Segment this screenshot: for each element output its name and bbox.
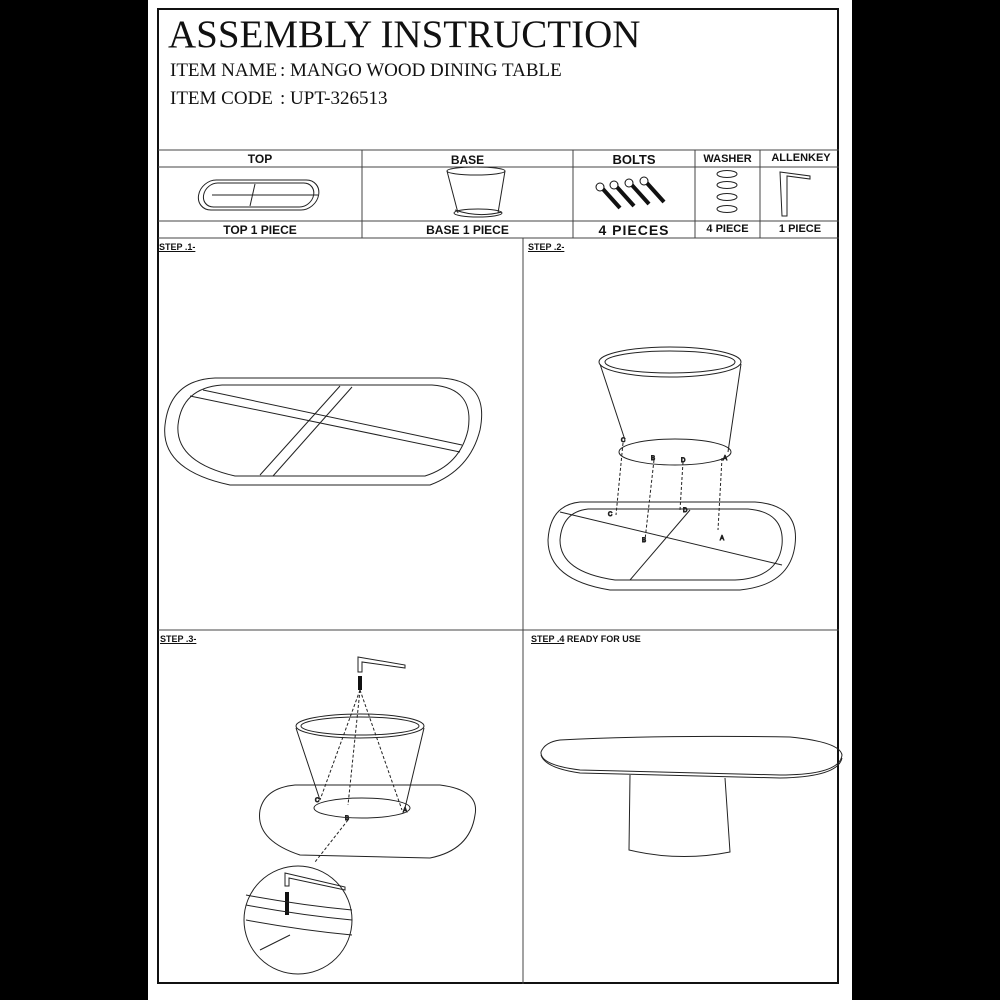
- hole-marker-label: A: [720, 536, 724, 542]
- base-pedestal-icon: [446, 166, 506, 218]
- hole-marker-label: A: [403, 808, 407, 814]
- hole-marker-label: C: [621, 438, 626, 444]
- part-header-base: BASE: [450, 153, 485, 167]
- part-qty-bolts: 4 PIECES: [598, 222, 670, 238]
- step-3-label: STEP .3-: [160, 634, 197, 644]
- step1-table-top-frame-illustration: [164, 377, 483, 486]
- hole-marker-label: C: [608, 512, 613, 518]
- hole-marker-label: C: [315, 798, 320, 804]
- part-qty-top: TOP 1 PIECE: [223, 223, 297, 237]
- item-code-value: : UPT-326513: [280, 88, 388, 109]
- washer-icon: [716, 170, 738, 213]
- hole-marker-label: B: [651, 456, 655, 462]
- part-header-bolts: BOLTS: [612, 152, 656, 167]
- allen-key-icon: [779, 171, 811, 217]
- part-qty-washer: 4 PIECE: [706, 223, 749, 235]
- hole-marker-label: B: [345, 816, 349, 822]
- sheet-border: [157, 8, 839, 984]
- hole-marker-label: A: [723, 456, 727, 462]
- part-qty-allenkey: 1 PIECE: [778, 223, 822, 235]
- hole-marker-label: B: [642, 538, 646, 544]
- item-name-value: : MANGO WOOD DINING TABLE: [280, 60, 562, 81]
- hole-marker-label: D: [681, 458, 686, 464]
- part-header-allenkey: ALLENKEY: [771, 152, 831, 164]
- item-code-row: ITEM CODE : UPT-326513: [170, 88, 388, 110]
- item-name-label: ITEM NAME: [170, 60, 278, 81]
- step-4-label: STEP .4 READY FOR USE: [531, 634, 641, 644]
- step-4-note: READY FOR USE: [564, 634, 641, 644]
- step4-assembled-table-illustration: [540, 735, 843, 858]
- hole-marker-label: D: [683, 508, 688, 514]
- step2-base-onto-frame-illustration: C B D A C B D A: [547, 346, 796, 591]
- table-top-frame-icon: [197, 179, 320, 211]
- step-2-label: STEP .2-: [528, 242, 565, 252]
- item-name-row: ITEM NAME : MANGO WOOD DINING TABLE: [170, 60, 562, 82]
- document-title: ASSEMBLY INSTRUCTION: [168, 13, 641, 56]
- part-header-washer: WASHER: [703, 153, 752, 165]
- part-qty-base: BASE 1 PIECE: [426, 223, 509, 237]
- parts-table-grid: [158, 149, 839, 984]
- step3-bolt-fastening-illustration: C B A: [243, 656, 477, 975]
- step-1-label: STEP .1-: [159, 242, 196, 252]
- part-header-top: TOP: [247, 152, 273, 166]
- item-code-label: ITEM CODE: [170, 88, 273, 109]
- bolts-icon: [595, 176, 666, 210]
